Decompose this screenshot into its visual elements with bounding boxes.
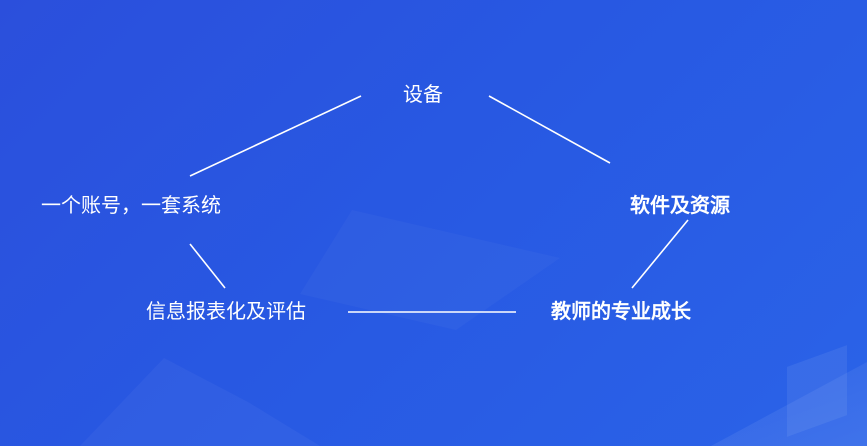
connector-equipment-account — [189, 95, 362, 177]
connector-software-growth — [631, 219, 689, 289]
node-reporting-evaluation: 信息报表化及评估 — [146, 299, 306, 323]
connector-account-reporting — [189, 243, 226, 289]
node-software-resources: 软件及资源 — [630, 193, 730, 217]
node-equipment: 设备 — [403, 82, 443, 106]
node-account-system: 一个账号，一套系统 — [41, 193, 221, 217]
node-teacher-growth: 教师的专业成长 — [551, 299, 691, 323]
connector-equipment-software — [488, 95, 611, 164]
